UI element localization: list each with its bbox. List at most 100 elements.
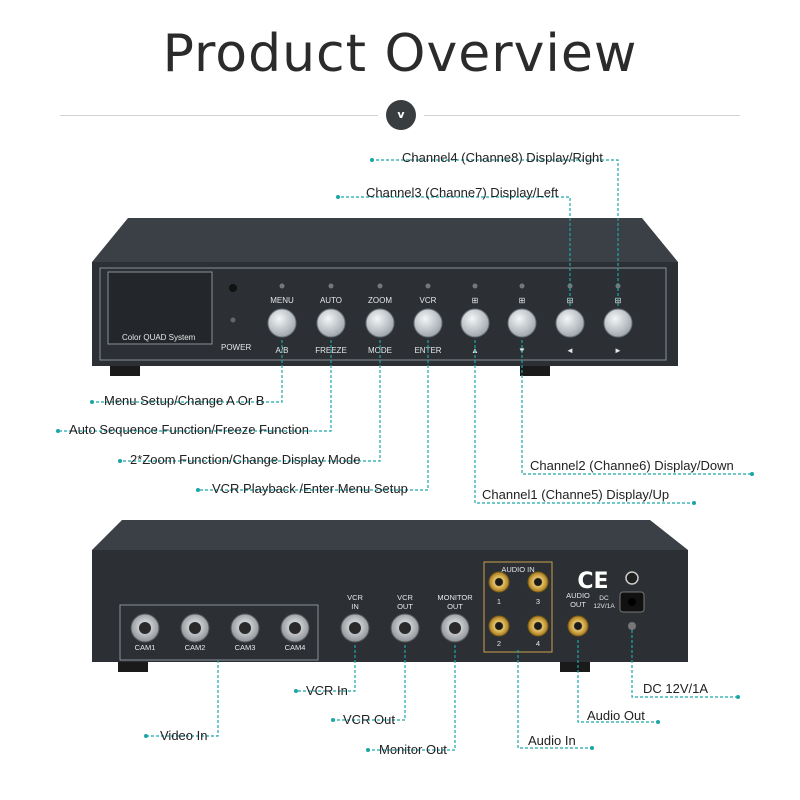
callout-vcr-out: VCR Out	[343, 712, 396, 727]
panel-button[interactable]	[507, 308, 537, 338]
callout-vcr-in: VCR In	[306, 683, 348, 698]
button-led	[279, 283, 285, 289]
divider-right	[424, 115, 740, 116]
button-led	[519, 283, 525, 289]
leader-dot	[590, 746, 594, 750]
leader-line	[521, 340, 752, 475]
leader-dot	[366, 748, 370, 752]
button-led	[425, 283, 431, 289]
panel-button[interactable]	[555, 308, 585, 338]
audio-in-label: AUDIO IN	[501, 565, 534, 574]
leader-dot	[294, 689, 298, 693]
leader-line	[120, 340, 381, 462]
audio-channel-number: 4	[536, 639, 540, 648]
callout-monitor-out: Monitor Out	[379, 742, 447, 757]
panel-button[interactable]	[603, 308, 633, 338]
button-top-label: VCR	[420, 296, 437, 305]
callout-ch4: Channel4 (Channe8) Display/Right	[402, 150, 603, 165]
button-led	[472, 283, 478, 289]
bnc-core	[449, 622, 461, 634]
audio-channel-number: 2	[497, 639, 501, 648]
divider-left	[60, 115, 378, 116]
leader-line	[338, 196, 571, 306]
chevron-down-badge: v	[386, 100, 416, 130]
rca-jack	[527, 571, 549, 593]
leader-line	[198, 340, 429, 491]
leader-dot	[196, 488, 200, 492]
leader-dot	[56, 429, 60, 433]
callout-menu: Menu Setup/Change A Or B	[104, 393, 265, 408]
leader-line	[92, 340, 283, 403]
panel-button[interactable]	[460, 308, 490, 338]
button-bottom-label: ◄	[566, 346, 574, 355]
rca-jack	[488, 571, 510, 593]
button-bottom-label: ►	[614, 346, 622, 355]
leader-line	[631, 630, 738, 698]
callout-vcr: VCR Playback /Enter Menu Setup	[212, 481, 408, 496]
callout-audio-out: Audio Out	[587, 708, 645, 723]
panel-button[interactable]	[267, 308, 297, 338]
callout-ch2: Channel2 (Channe6) Display/Down	[530, 458, 734, 473]
button-top-label: AUTO	[320, 296, 342, 305]
rca-jack	[567, 615, 589, 637]
bnc-core	[349, 622, 361, 634]
leader-dot	[118, 459, 122, 463]
bnc-core	[189, 622, 201, 634]
bnc-core	[399, 622, 411, 634]
panel-button[interactable]	[316, 308, 346, 338]
bnc-core	[239, 622, 251, 634]
cam-label: CAM2	[185, 643, 206, 652]
rca-jack	[488, 615, 510, 637]
button-top-label: ZOOM	[368, 296, 392, 305]
button-led	[377, 283, 383, 289]
audio-channel-number: 1	[497, 597, 501, 606]
bnc-core	[139, 622, 151, 634]
cam-label: CAM3	[235, 643, 256, 652]
leader-dot	[736, 695, 740, 699]
callout-ch1: Channel1 (Channe5) Display/Up	[482, 487, 670, 502]
cam-label: CAM1	[135, 643, 156, 652]
bnc-core	[289, 622, 301, 634]
screen-label: Color QUAD System	[122, 333, 196, 342]
leader-line	[372, 159, 619, 306]
leader-line	[146, 660, 219, 737]
panel-button[interactable]	[413, 308, 443, 338]
leader-line	[474, 340, 694, 504]
leader-lines	[56, 158, 754, 752]
leader-line	[368, 645, 456, 751]
leader-dot	[370, 158, 374, 162]
callout-video-in: Video In	[160, 728, 208, 743]
cam-label: CAM4	[285, 643, 306, 652]
leader-dot	[656, 720, 660, 724]
leader-dot	[331, 718, 335, 722]
leader-line	[333, 645, 406, 721]
button-led	[328, 283, 334, 289]
back-device: CAM1 CAM2 CAM3 CAM4 1 3 2 4	[92, 520, 688, 672]
leader-dot	[692, 501, 696, 505]
audio-channel-number: 3	[536, 597, 540, 606]
callout-audio-in: Audio In	[528, 733, 576, 748]
rca-jack	[527, 615, 549, 637]
callout-dc: DC 12V/1A	[643, 681, 709, 696]
leader-dot	[144, 734, 148, 738]
callout-auto: Auto Sequence Function/Freeze Function	[69, 422, 309, 437]
page-title: Product Overview	[162, 24, 638, 84]
button-top-label: ⊞	[519, 296, 526, 305]
leader-line	[58, 340, 332, 432]
leader-dot	[336, 195, 340, 199]
panel-button[interactable]	[365, 308, 395, 338]
callout-ch3: Channel3 (Channe7) Display/Left	[366, 185, 559, 200]
leader-line	[296, 645, 356, 692]
leader-line	[517, 650, 592, 749]
button-top-label: MENU	[270, 296, 294, 305]
button-top-label: ⊞	[472, 296, 479, 305]
front-device: MENUA/BAUTOFREEZEZOOMMODEVCRENTER⊞▲⊞▼⊞◄⊞…	[92, 218, 678, 376]
leader-line	[577, 640, 658, 723]
leader-dot	[750, 472, 754, 476]
